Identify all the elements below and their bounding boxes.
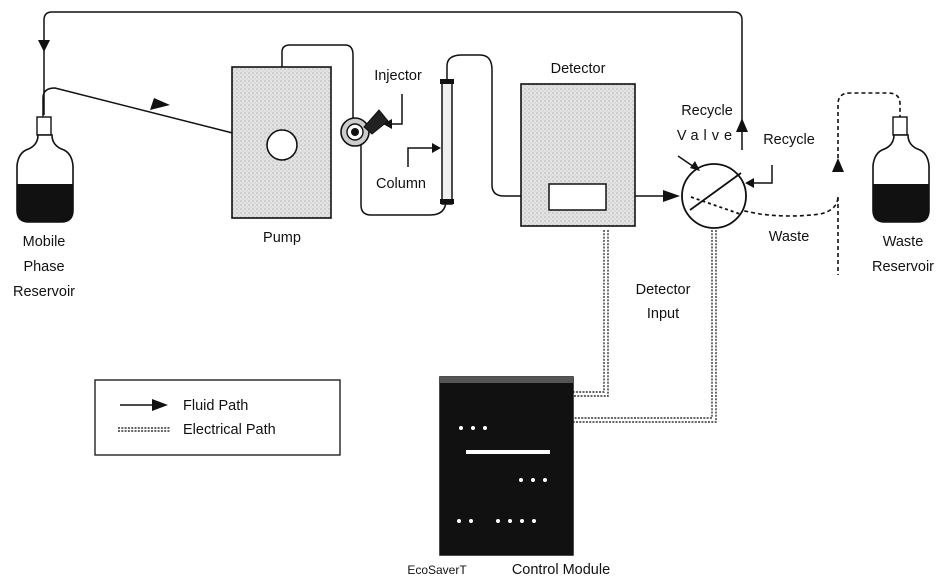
detector <box>520 83 636 227</box>
recycle-valve <box>681 163 747 229</box>
label-detector-input-2: Input <box>647 306 679 322</box>
detector-signal-wire-2 <box>573 230 609 397</box>
valve-label-pointer-head <box>690 161 700 171</box>
column-pointer <box>407 147 437 167</box>
injector <box>340 109 389 147</box>
label-pointer-heads <box>383 119 754 188</box>
detector-signal-wire <box>573 230 605 393</box>
fluid-arrowheads <box>38 40 844 202</box>
column <box>440 79 454 205</box>
injector-pointer <box>387 94 403 125</box>
recycle-return-line <box>43 11 743 150</box>
legend-electrical-path: Electrical Path <box>183 422 276 438</box>
injector-pointer-head <box>383 119 392 129</box>
label-phase: Phase <box>23 259 64 275</box>
column-to-detector-line <box>446 54 548 197</box>
reservoir-to-pump-line <box>42 87 281 146</box>
waste-reservoir <box>872 116 930 223</box>
arrowhead-recycle-up <box>736 118 748 132</box>
label-recycle-valve-2: Valve <box>677 128 737 144</box>
label-reservoir: Reservoir <box>13 284 75 300</box>
recycle-pointer <box>749 165 773 184</box>
label-detector: Detector <box>551 61 606 77</box>
valve-control-wire <box>573 230 713 419</box>
arrowhead-waste-up <box>832 158 844 172</box>
arrowhead-to-valve <box>663 190 680 202</box>
label-waste-reservoir-2: Reservoir <box>872 259 934 275</box>
label-injector: Injector <box>374 68 422 84</box>
legend: Fluid Path Electrical Path <box>94 379 341 456</box>
labels: Mobile Phase Reservoir Pump Injector Col… <box>13 61 934 576</box>
label-ecosaver: EcoSaverT <box>407 563 467 576</box>
label-pump: Pump <box>263 230 301 246</box>
label-column: Column <box>376 176 426 192</box>
electrical-wires <box>573 230 717 423</box>
control-module <box>439 376 574 556</box>
arrowhead-to-pump <box>150 98 170 110</box>
label-mobile: Mobile <box>23 234 66 250</box>
legend-arrow-icon <box>152 399 168 411</box>
column-pointer-head <box>432 143 441 153</box>
valve-control-wire-2 <box>573 230 717 423</box>
label-waste-reservoir-1: Waste <box>883 234 924 250</box>
injector-to-column-line <box>360 144 447 216</box>
label-detector-input-1: Detector <box>636 282 691 298</box>
waste-path-dashed <box>702 92 901 275</box>
label-recycle-valve-1: Recycle <box>681 103 733 119</box>
label-recycle: Recycle <box>763 132 815 148</box>
pump <box>231 66 332 219</box>
label-control-module: Control Module <box>512 562 610 576</box>
mobile-phase-reservoir <box>16 116 74 223</box>
legend-fluid-path: Fluid Path <box>183 398 248 414</box>
label-waste: Waste <box>769 229 810 245</box>
arrowhead-return <box>38 40 50 52</box>
recycle-pointer-head <box>745 178 754 188</box>
pump-to-injector-line <box>281 44 354 130</box>
